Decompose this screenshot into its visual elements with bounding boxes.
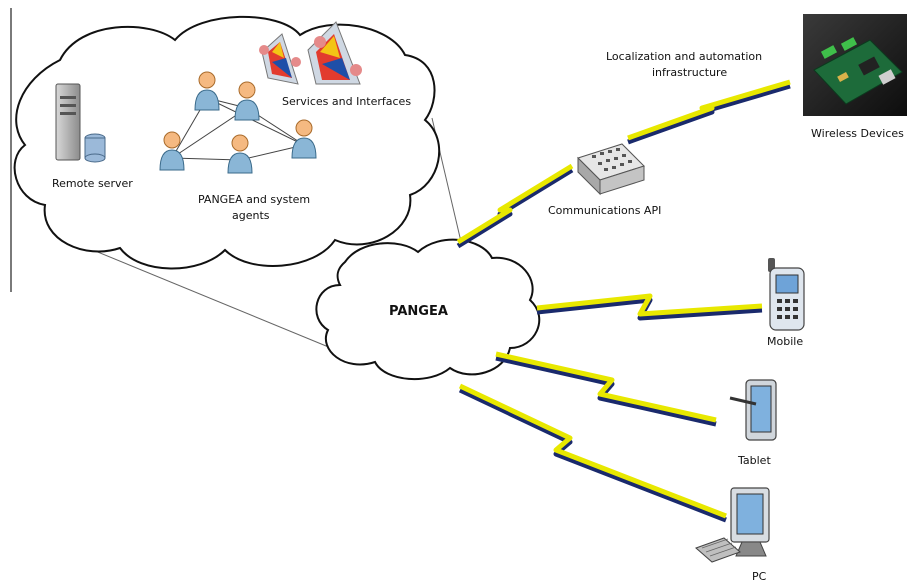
mobile-icon xyxy=(768,258,805,331)
mobile-label: Mobile xyxy=(767,335,803,348)
agent-icon xyxy=(227,134,253,174)
infra-label-line1: Localization and automation xyxy=(606,50,762,63)
services-icon xyxy=(307,21,362,85)
agents-label-line1: PANGEA and system xyxy=(198,193,310,206)
agents-label-line2: agents xyxy=(232,209,270,222)
remote-server-label: Remote server xyxy=(52,177,133,190)
services-icon xyxy=(259,33,301,85)
pangea-cloud xyxy=(315,238,541,380)
agent-icon xyxy=(159,131,185,171)
cloud-connector-left xyxy=(87,247,349,356)
agent-icon xyxy=(194,71,220,111)
wireless-label: Wireless Devices xyxy=(811,127,904,140)
server-icon xyxy=(55,83,106,163)
pc-icon xyxy=(695,487,770,563)
agent-icon xyxy=(234,81,260,121)
services-label: Services and Interfaces xyxy=(282,95,411,108)
comm-api-label: Communications API xyxy=(548,204,661,217)
link-bolt-tablet xyxy=(495,351,717,427)
agent-icon xyxy=(291,119,317,159)
link-bolt-api xyxy=(456,163,574,249)
link-bolt-wireless xyxy=(627,79,791,145)
tablet-icon xyxy=(729,379,777,441)
tablet-label: Tablet xyxy=(737,454,771,467)
link-bolt-mobile xyxy=(536,293,763,321)
pangea-label: PANGEA xyxy=(389,304,448,319)
pc-label: PC xyxy=(752,570,767,583)
switch-icon xyxy=(577,143,645,196)
board-icon xyxy=(803,14,907,116)
link-bolt-pc xyxy=(458,383,727,523)
infra-label-line2: infrastructure xyxy=(652,66,727,79)
